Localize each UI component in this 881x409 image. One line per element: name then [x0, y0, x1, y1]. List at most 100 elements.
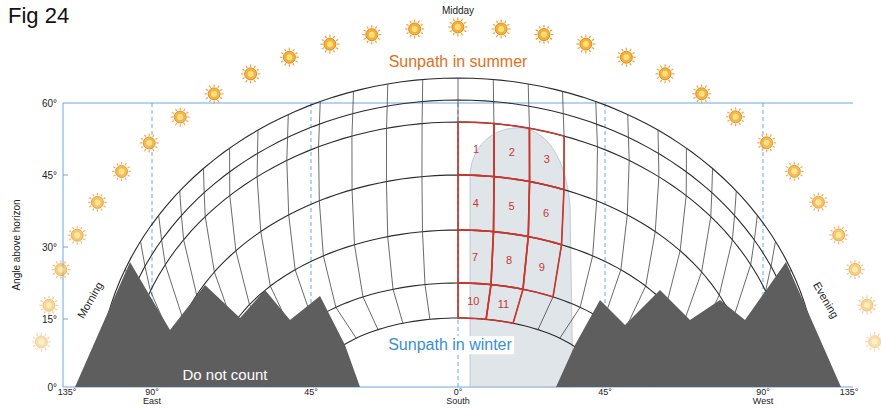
sun-ray	[708, 89, 710, 90]
sun-ray	[220, 97, 222, 98]
sun-core	[327, 41, 333, 47]
sun-ray	[55, 309, 57, 310]
callout-number: 3	[544, 152, 550, 164]
sun-disc	[208, 88, 220, 100]
sun-ray	[322, 48, 324, 49]
sun-ray	[589, 36, 590, 38]
sun-ray	[618, 52, 620, 53]
sun-ray	[845, 269, 848, 270]
sun-ray	[295, 53, 297, 54]
sun-icon	[857, 296, 876, 315]
sun-ray	[242, 69, 244, 70]
sun-ray	[56, 261, 57, 263]
sun-ray	[364, 30, 366, 31]
sun-ray	[743, 116, 746, 117]
sun-ray	[656, 73, 659, 74]
sun-ray	[72, 241, 73, 243]
sun-ray	[362, 34, 365, 35]
sun-core	[764, 140, 770, 146]
callout-number: 2	[509, 146, 515, 158]
sun-ray	[209, 100, 210, 102]
sun-ray	[113, 175, 115, 176]
sun-ray	[508, 28, 511, 29]
sun-ray	[375, 41, 376, 43]
sun-ray	[766, 150, 767, 153]
sun-ray	[665, 81, 666, 84]
sun-ray	[406, 24, 408, 25]
sun-ray	[845, 238, 847, 239]
sun-icon	[785, 162, 804, 181]
sun-disc	[409, 23, 421, 35]
sun-ray	[81, 227, 82, 229]
sun-disc	[696, 88, 708, 100]
sun-ray	[52, 297, 53, 299]
sun-ray	[64, 276, 65, 278]
sun-ray	[209, 86, 210, 88]
axis-tick-label: 15°	[42, 314, 57, 325]
sun-ray	[33, 345, 35, 346]
sun-ray	[873, 309, 875, 310]
sun-ray	[773, 146, 775, 147]
sun-ray	[585, 51, 586, 54]
sun-ray	[861, 265, 863, 266]
sun-core	[541, 32, 547, 38]
sun-ray	[281, 61, 283, 62]
sun-ray	[41, 309, 43, 310]
sun-icon	[757, 133, 776, 152]
counted-cell	[528, 182, 564, 245]
sun-ray	[547, 26, 548, 28]
sun-ray	[41, 332, 42, 335]
sun-icon	[140, 133, 159, 152]
sun-ray	[866, 296, 867, 299]
sun-ray	[421, 24, 423, 25]
sun-ray	[834, 227, 835, 229]
axis-tick-label: 135°	[58, 388, 77, 398]
sun-ray	[45, 334, 46, 336]
sun-ray	[870, 333, 871, 335]
sun-ray	[172, 112, 174, 113]
sun-ray	[758, 138, 760, 139]
callout-number: 9	[539, 260, 545, 272]
sun-icon	[362, 25, 381, 44]
sun-ray	[457, 18, 458, 21]
sun-icon	[39, 296, 58, 315]
axis-tick-label: 0°	[47, 382, 57, 393]
sun-core	[74, 232, 80, 238]
mountain-right	[556, 262, 841, 387]
sun-disc	[452, 21, 464, 33]
sun-ray	[726, 116, 729, 117]
sun-core	[662, 71, 668, 77]
sun-ray	[578, 39, 580, 40]
sun-ray	[175, 123, 176, 125]
sun-ray	[692, 93, 695, 94]
sun-core	[791, 168, 797, 174]
sun-ray	[84, 235, 87, 236]
sun-icon	[492, 19, 511, 38]
sun-ray	[847, 273, 849, 274]
sun-ray	[550, 38, 552, 39]
sun-ray	[630, 63, 631, 65]
sun-ray	[822, 208, 823, 210]
sun-ray	[671, 69, 673, 70]
sun-ray	[285, 49, 286, 51]
sun-ray	[68, 235, 71, 236]
sun-ray	[878, 333, 879, 335]
sun-ray	[67, 265, 69, 266]
sun-ray	[258, 73, 261, 74]
sun-ray	[850, 261, 851, 263]
sun-ray	[171, 116, 174, 117]
counted-cells	[458, 122, 564, 323]
sun-ray	[450, 31, 452, 32]
sun-core	[58, 267, 64, 273]
compass-label: West	[753, 397, 773, 407]
axis-frame	[63, 103, 853, 387]
sun-disc	[283, 51, 295, 63]
sun-ray	[53, 265, 55, 266]
sun-ray	[825, 202, 828, 203]
sun-ray	[824, 206, 826, 207]
sun-ray	[858, 275, 859, 277]
sun-ray	[375, 26, 376, 28]
sun-ray	[866, 345, 868, 346]
sun-icons	[32, 18, 881, 352]
